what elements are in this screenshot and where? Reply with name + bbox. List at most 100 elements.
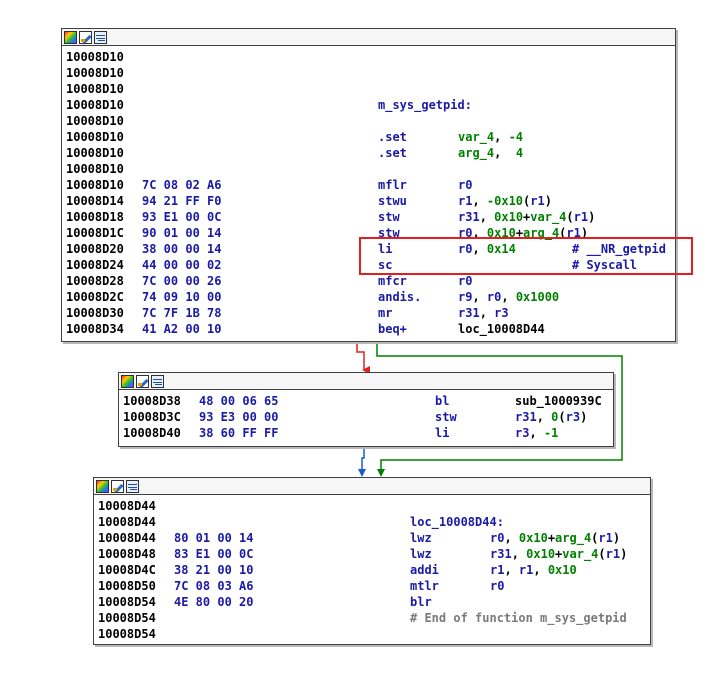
operands: r31, r3 xyxy=(458,305,509,321)
disasm-line[interactable]: 10008D10 xyxy=(66,65,679,81)
line-address: 10008D44 xyxy=(98,515,156,529)
operand-text: + xyxy=(547,531,556,545)
register: r0 xyxy=(458,274,473,288)
operands: var_4, -4 xyxy=(458,129,523,145)
opcode-bytes: 38 60 FF FF xyxy=(199,426,279,440)
immediate: -0x10 xyxy=(486,194,524,208)
mnemonic: beq+ xyxy=(378,322,407,336)
operand-text: ) xyxy=(544,194,552,208)
operand-text: , xyxy=(529,426,544,440)
disasm-line[interactable]: 10008D10 xyxy=(66,113,679,129)
code-label[interactable]: m_sys_getpid: xyxy=(378,98,472,112)
line-address: 10008D48 xyxy=(98,547,156,561)
edit-pencil-icon[interactable] xyxy=(79,30,92,44)
register: r1 xyxy=(573,210,589,224)
mnemonic: stw xyxy=(435,410,457,424)
mnemonic: stwu xyxy=(378,194,407,208)
opcode-bytes: 93 E3 00 00 xyxy=(199,410,279,424)
comment: # Syscall xyxy=(572,258,638,272)
operand-text: , xyxy=(494,130,509,144)
mnemonic: andis. xyxy=(378,290,422,304)
operand-text: + xyxy=(515,226,524,240)
disasm-line[interactable]: 10008D10 xyxy=(66,49,679,65)
operand-text[interactable]: sub_1000939C xyxy=(515,394,602,408)
immediate: 4 xyxy=(515,146,524,160)
opcode-bytes: 7C 7F 1B 78 xyxy=(142,306,222,320)
color-palette-icon[interactable] xyxy=(96,479,109,493)
color-palette-icon[interactable] xyxy=(121,374,134,388)
operands: r0, 0x14 xyxy=(458,241,516,257)
disasm-line[interactable]: 10008D54 xyxy=(98,626,654,642)
graph-view-icon[interactable] xyxy=(151,374,164,388)
operand-text: ( xyxy=(598,547,606,561)
operand-text: , xyxy=(472,242,487,256)
edit-pencil-icon[interactable] xyxy=(111,479,124,493)
mnemonic: stw xyxy=(378,226,400,240)
line-address: 10008D20 xyxy=(66,242,124,256)
register: r1 xyxy=(598,531,613,545)
register: r1 xyxy=(458,194,473,208)
color-palette-icon[interactable] xyxy=(64,30,77,44)
mnemonic: li xyxy=(435,426,450,440)
opcode-bytes: 90 01 00 14 xyxy=(142,226,222,240)
line-address: 10008D50 xyxy=(98,579,156,593)
code-label[interactable]: loc_10008D44: xyxy=(410,515,504,529)
operands: r0, 0x10+arg_4(r1) xyxy=(490,530,620,546)
disasm-line[interactable]: 10008D10 xyxy=(66,161,679,177)
operands: r0 xyxy=(490,578,504,594)
disasm-line[interactable]: 10008D44 xyxy=(98,498,654,514)
line-address: 10008D44 xyxy=(98,531,156,545)
graph-view-icon[interactable] xyxy=(94,30,107,44)
opcode-bytes: 7C 00 00 26 xyxy=(142,274,222,288)
operand-text: ) xyxy=(620,547,628,561)
stack-variable: arg_4 xyxy=(523,226,560,240)
disasm-line[interactable]: 10008D54# End of function m_sys_getpid xyxy=(98,610,654,626)
operands: r31, 0x10+var_4(r1) xyxy=(458,209,595,225)
operand-text: , xyxy=(536,410,552,424)
line-address: 10008D40 xyxy=(123,426,181,440)
mnemonic: stw xyxy=(378,210,400,224)
graph-view-icon[interactable] xyxy=(126,479,139,493)
opcode-bytes: 80 01 00 14 xyxy=(174,531,254,545)
mnemonic: bl xyxy=(435,394,450,408)
line-address: 10008D24 xyxy=(66,258,124,272)
opcode-bytes: 7C 08 02 A6 xyxy=(142,178,222,192)
edit-pencil-icon[interactable] xyxy=(136,374,149,388)
register: r0 xyxy=(490,579,505,593)
stack-variable: arg_4 xyxy=(458,146,495,160)
immediate: 0x10 xyxy=(526,547,556,561)
operand-text[interactable]: loc_10008D44 xyxy=(458,322,545,336)
mnemonic: .set xyxy=(378,146,407,160)
disasm-line[interactable]: 10008D44 loc_10008D44: xyxy=(98,514,654,530)
disasm-line[interactable]: 10008D10 xyxy=(66,81,679,97)
operand-text: , xyxy=(504,563,519,577)
line-address: 10008D1C xyxy=(66,226,124,240)
mnemonic: mr xyxy=(378,306,393,320)
opcode-bytes: 74 09 10 00 xyxy=(142,290,222,304)
line-address: 10008D10 xyxy=(66,178,124,192)
